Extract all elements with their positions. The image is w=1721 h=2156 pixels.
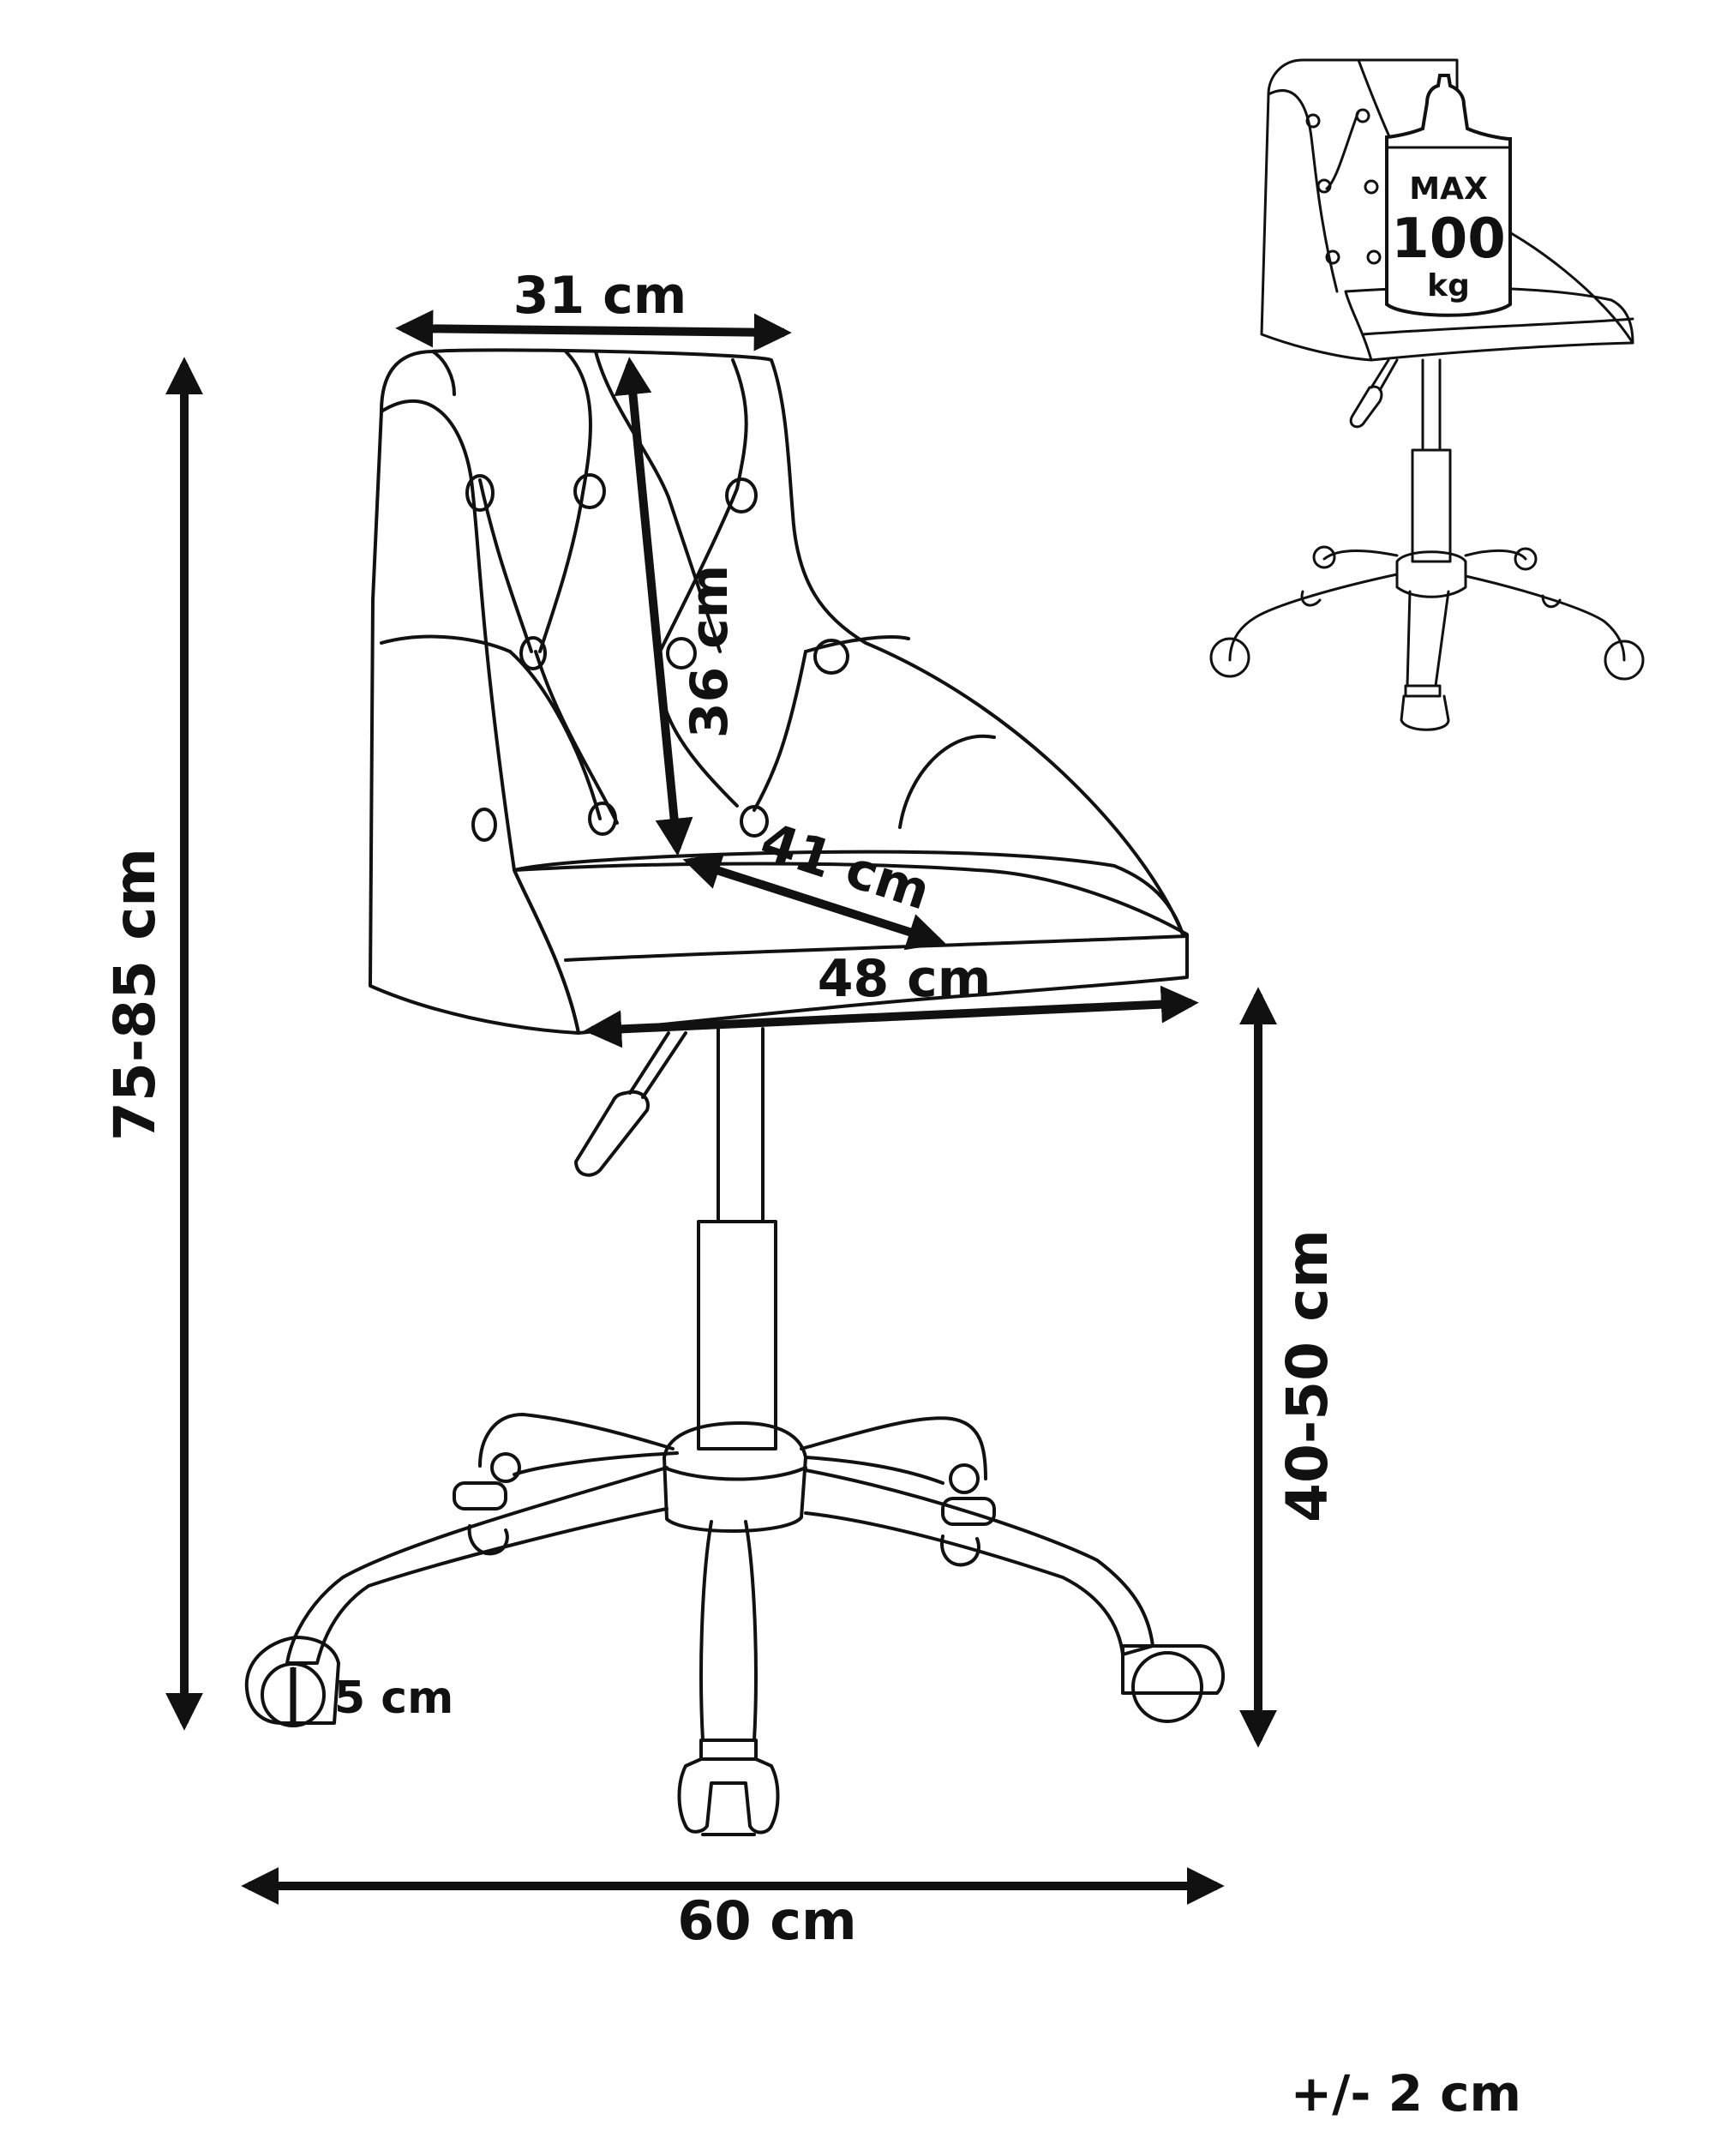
- chair-main: [244, 348, 1226, 1836]
- max-load-unit: kg: [1427, 268, 1470, 303]
- chair-gas-column: [717, 1027, 765, 1223]
- chair-leg-front: [699, 1520, 758, 1742]
- seat-width-arrow: [584, 985, 1199, 1048]
- back-width-arrow: [395, 309, 792, 351]
- chair-leg-back-left: [478, 1413, 679, 1476]
- seat-width-label: 48 cm: [818, 949, 991, 1009]
- chair-wheel-right: [1131, 1651, 1203, 1723]
- seat-height-label: 40-50 cm: [1274, 1229, 1340, 1522]
- chair-base-hub: [663, 1421, 807, 1533]
- seat-depth-arrow: [682, 852, 946, 951]
- chair-thumbnail: [1209, 58, 1645, 731]
- max-load-value: 100: [1391, 207, 1506, 271]
- max-load-label: MAX: [1409, 171, 1488, 207]
- tolerance-note: +/- 2 cm: [1291, 2064, 1521, 2123]
- back-height-label: 36 cm: [680, 565, 740, 738]
- total-height-label: 75-85 cm: [102, 848, 168, 1141]
- back-width-label: 31 cm: [513, 266, 687, 326]
- max-load-badge: MAX 100 kg: [1385, 74, 1512, 317]
- chair-leg-left: [285, 1466, 669, 1665]
- chair-leg-back-right: [800, 1416, 987, 1485]
- back-height-arrow: [614, 357, 693, 856]
- chair-lever-handle: [574, 1090, 650, 1177]
- seat-depth-label: 41 cm: [753, 811, 937, 922]
- chair-backrest: [369, 348, 1184, 1035]
- base-width-label: 60 cm: [677, 1889, 856, 1952]
- wheel-size-label: 5 cm: [334, 1673, 453, 1724]
